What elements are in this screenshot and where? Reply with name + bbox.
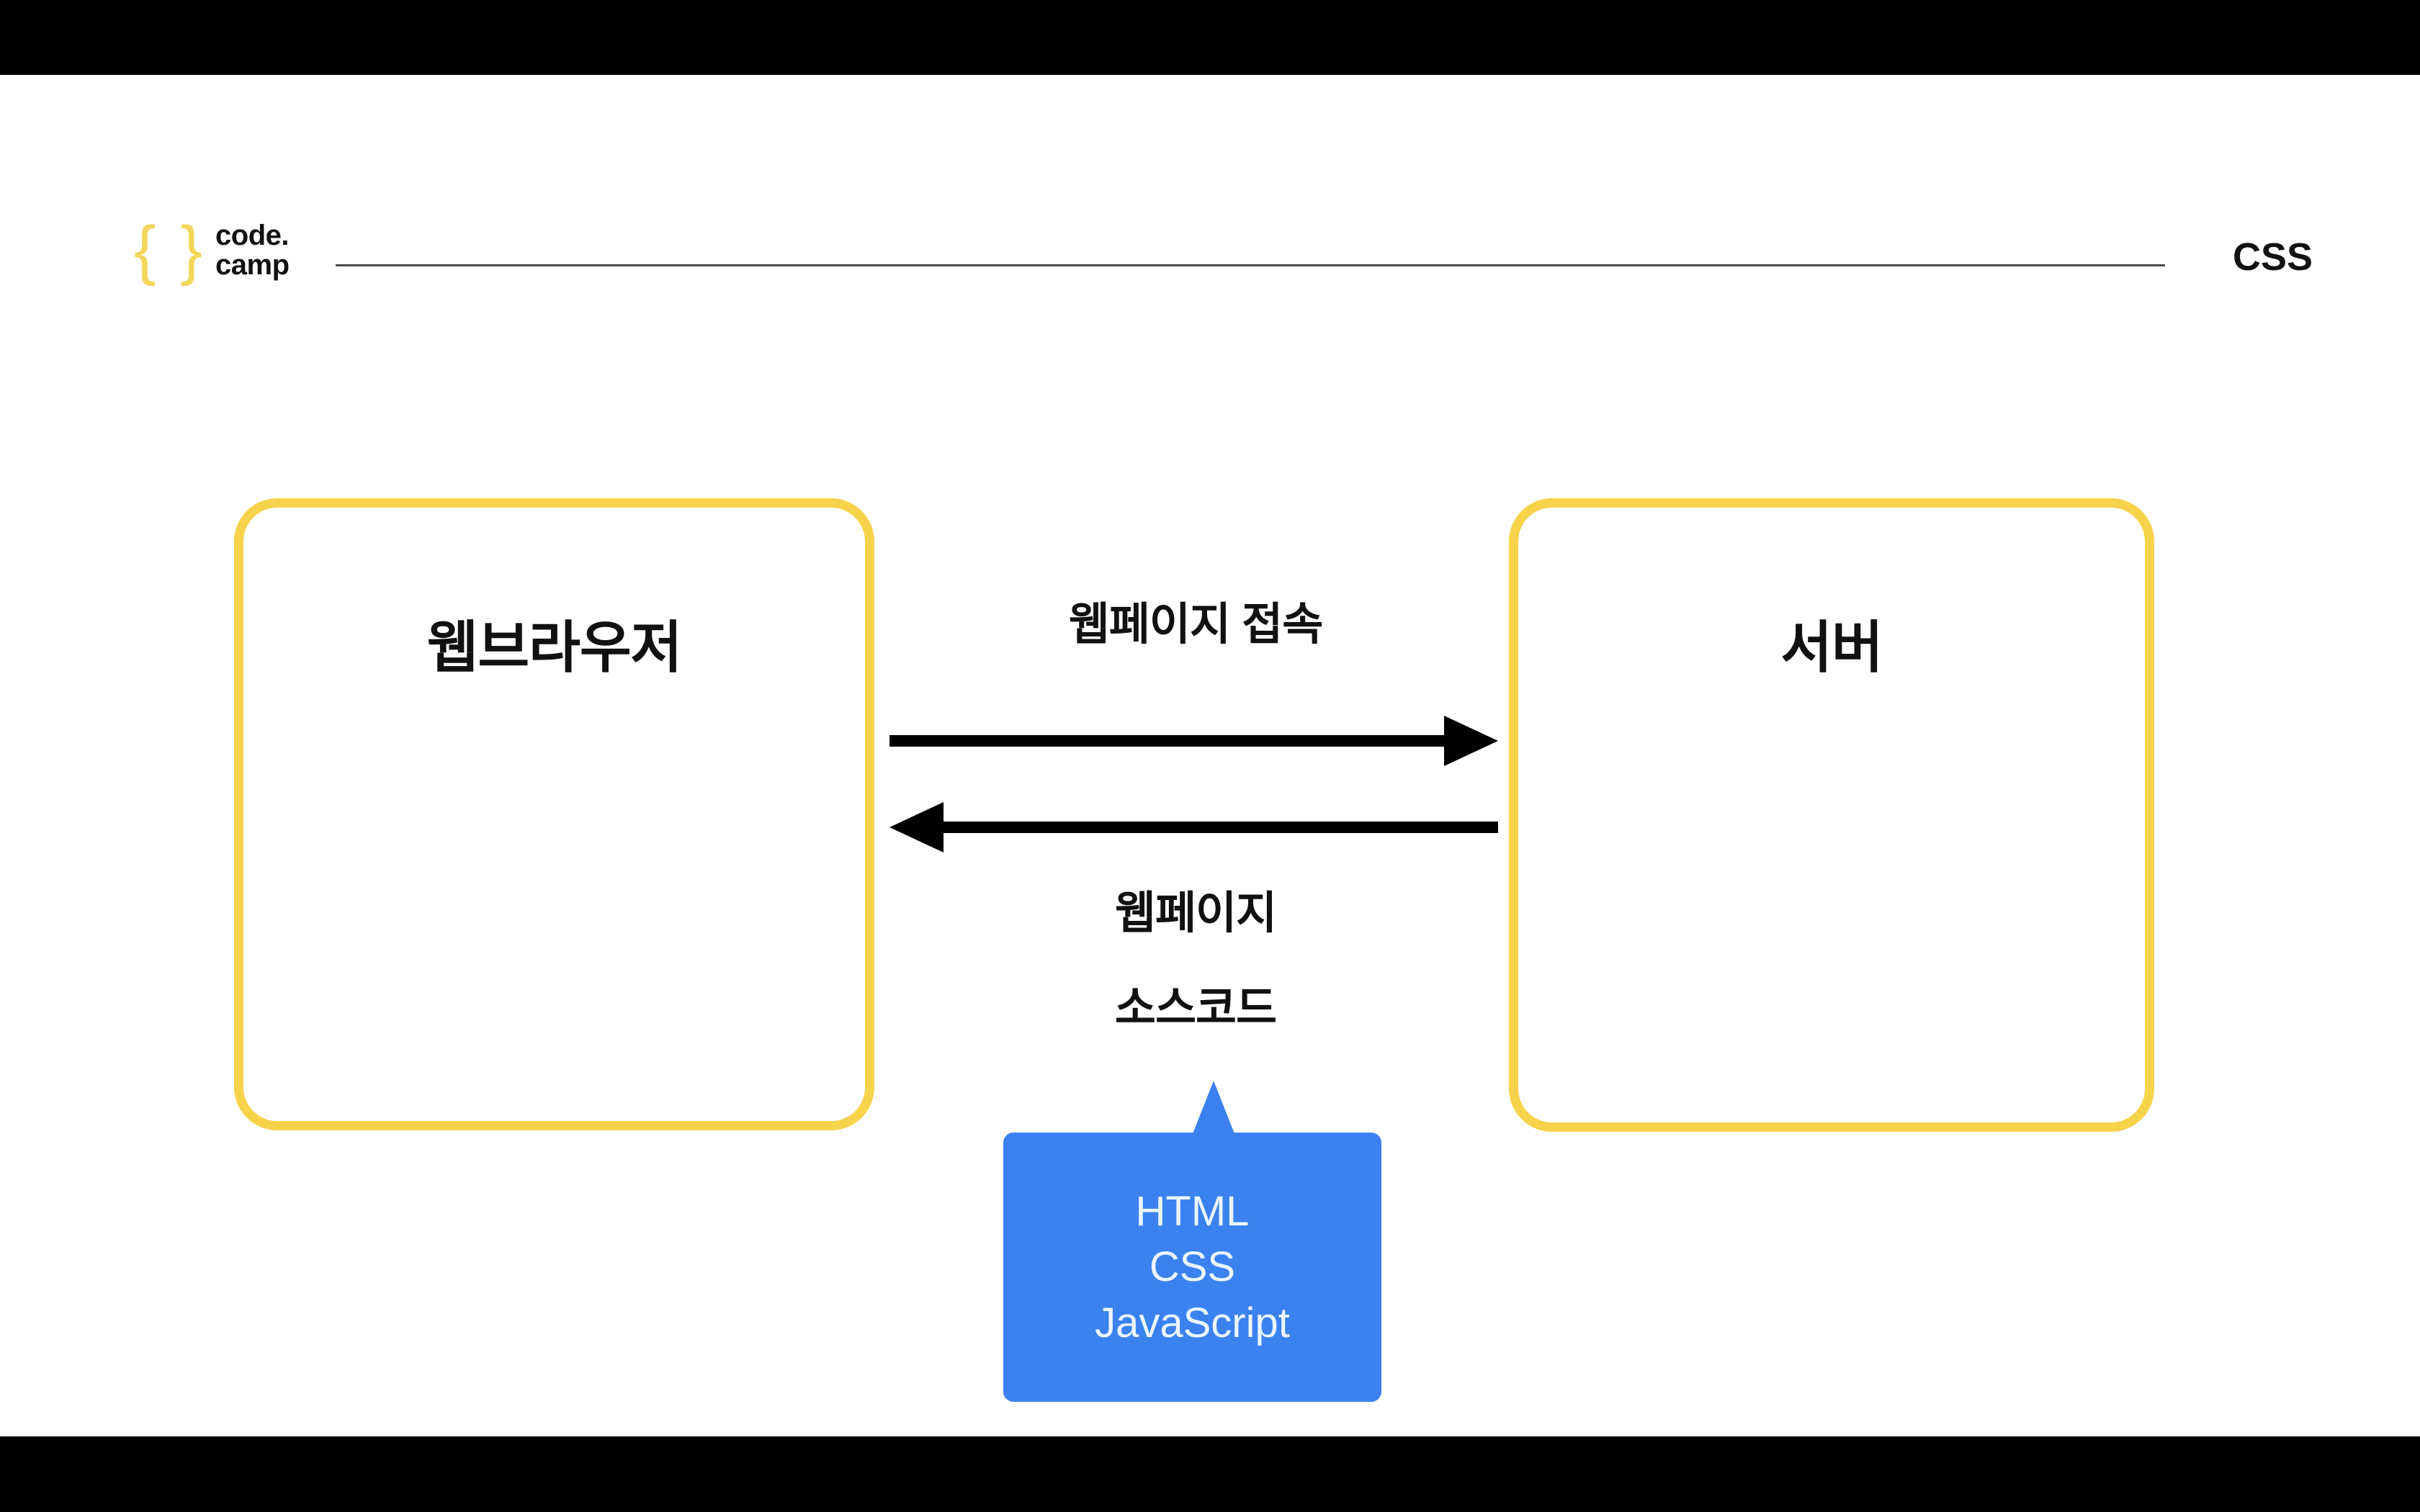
slide-canvas: { } code. camp CSS 웹브라우저 서버 웹페이지 접속 <box>0 75 2420 1436</box>
arrow-left-icon <box>889 802 1498 852</box>
node-web-browser-label: 웹브라우저 <box>426 616 683 679</box>
logo-line-2: camp <box>215 248 290 281</box>
codecamp-logo: { } code. camp <box>134 213 290 287</box>
node-server-label: 서버 <box>1780 616 1883 679</box>
node-web-browser: 웹브라우저 <box>234 498 874 1130</box>
curly-braces-icon: { } <box>134 213 206 287</box>
node-server: 서버 <box>1509 498 2154 1132</box>
callout-pointer-icon <box>1192 1081 1235 1135</box>
letterbox-top <box>0 0 2420 75</box>
arrow-right-icon <box>889 716 1498 766</box>
flow-response-label-line1: 웹페이지 <box>1114 888 1277 938</box>
callout-item-css: CSS <box>1149 1243 1236 1291</box>
header-divider <box>336 264 2165 266</box>
flow-request-label: 웹페이지 접속 <box>1068 600 1323 649</box>
logo-wordmark: code. camp <box>215 219 290 281</box>
logo-line-1: code. <box>215 219 289 251</box>
letterbox-bottom <box>0 1436 2420 1512</box>
flow-response-label-line2: 소스코드 <box>1114 984 1277 1033</box>
page-title: CSS <box>2233 235 2313 279</box>
callout-item-javascript: JavaScript <box>1095 1299 1290 1346</box>
callout-item-html: HTML <box>1135 1188 1250 1236</box>
callout-web-technologies: HTML CSS JavaScript <box>1003 1133 1381 1402</box>
